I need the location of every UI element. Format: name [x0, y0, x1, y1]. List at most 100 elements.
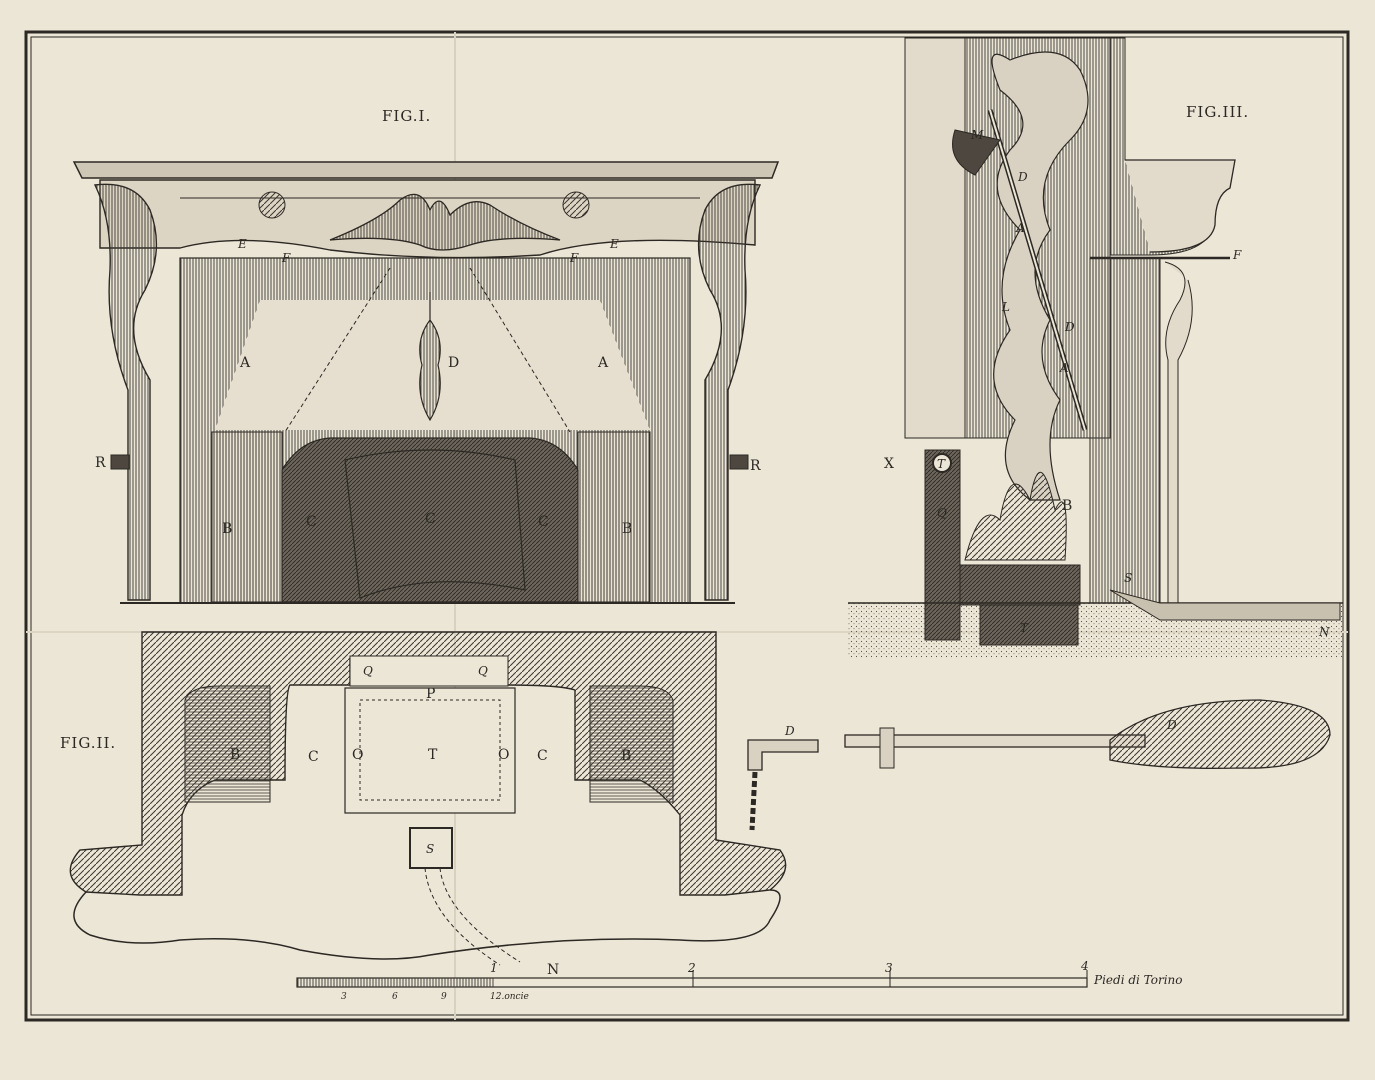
cheek-panel-left [211, 431, 283, 603]
plan-box-q [349, 655, 509, 687]
console-right [697, 183, 762, 601]
label-x: X [884, 456, 894, 472]
label-n-plan: N [547, 962, 559, 978]
label-a-top: A [1015, 221, 1025, 235]
plate-border-inner [30, 36, 1344, 1016]
label-p: P [426, 686, 435, 702]
air-duct-n [1109, 589, 1341, 621]
label-r-right: R [750, 458, 761, 474]
acanthus-ornament [329, 193, 561, 251]
scale-inch-12: 12.oncie [490, 992, 529, 1002]
chimney-wall-left [904, 37, 966, 439]
damper-plate-m [952, 129, 1001, 176]
firebox-rear [1089, 257, 1161, 604]
fig-3-title: FIG.III. [1186, 103, 1249, 121]
label-e-left: E [237, 237, 247, 251]
console-left [93, 183, 158, 601]
figure-3-section [848, 37, 1343, 658]
label-m: M [970, 128, 984, 142]
label-o-left: O [352, 747, 363, 763]
scale-inch-9: 9 [441, 992, 447, 1002]
ash-pit [979, 604, 1079, 646]
fireback-cartouche [344, 449, 526, 599]
scale-foot-1: 1 [490, 961, 498, 975]
hood-dash-left [284, 267, 391, 433]
label-d-top: D [1017, 170, 1028, 184]
register-knob-left [110, 454, 130, 470]
floor-outline [73, 889, 781, 960]
figure-titles: FIG.I. FIG.II. FIG.III. [60, 103, 1249, 752]
label-c-right: C [538, 514, 549, 530]
ornate-handle [1109, 699, 1331, 769]
label-t-bottom: T [1020, 621, 1029, 635]
scale-labels: 1 2 3 4 3 6 9 12.oncie Piedi di Torino [341, 959, 1183, 1002]
label-b-left: B [222, 521, 232, 537]
mantel-shelf [72, 161, 780, 179]
tool-labels: D D [784, 718, 1177, 738]
tool-details [747, 699, 1331, 831]
fig-3-labels: M D A F L D A X T B Q S T N [884, 128, 1330, 639]
wall-q-dark [924, 449, 961, 641]
plan-hearth-t [344, 687, 516, 814]
label-c-left-plan: C [308, 749, 319, 765]
plan-panel-b-right [589, 685, 674, 803]
label-a-mid: A [1059, 361, 1069, 375]
scale-unit-label: Piedi di Torino [1093, 973, 1183, 987]
label-b-left-plan: B [230, 747, 240, 763]
plan-duct [424, 867, 521, 966]
scale-inch-3: 3 [341, 992, 347, 1002]
label-l: L [1001, 300, 1010, 314]
bracket-d [747, 739, 819, 771]
label-b-section: B [1062, 498, 1072, 514]
label-s-section: S [1124, 571, 1132, 585]
valve-t-mark [932, 453, 952, 473]
fig-1-labels: E F F E A D A R R B C C C B [95, 237, 761, 537]
scale-segment-1 [297, 978, 494, 987]
plate-border-outer [24, 30, 1350, 1022]
label-f-section: F [1232, 248, 1242, 262]
mantel-profile [1125, 159, 1236, 253]
damper-rod-inner [989, 109, 1086, 431]
label-d-bracket: D [784, 724, 795, 738]
fire-flames [964, 472, 1067, 561]
hanging-lamp [419, 292, 441, 422]
label-d-mid: D [1064, 320, 1075, 334]
rosette-right [562, 191, 590, 219]
label-t: T [428, 747, 438, 763]
rod-clamp [879, 727, 895, 769]
label-r-left: R [95, 455, 106, 471]
label-e-right: E [609, 237, 619, 251]
figure-2-plan [69, 631, 787, 966]
label-d-rod: D [1166, 718, 1177, 732]
fig-2-title: FIG.II. [60, 734, 116, 752]
scale-foot-4: 4 [1080, 959, 1089, 973]
label-f-right: F [569, 251, 579, 265]
figure-1-fireplace-elevation [72, 161, 780, 604]
label-a-right: A [597, 355, 609, 371]
plan-box-s [409, 827, 453, 869]
label-q-left: Q [363, 664, 373, 678]
label-c-center: C [425, 511, 436, 527]
label-n-section: N [1318, 625, 1330, 639]
cheek-panel-right [577, 431, 651, 603]
jamb-right [1164, 261, 1193, 604]
label-b-right: B [622, 521, 632, 537]
label-q-right: Q [478, 664, 488, 678]
rosette-left [258, 191, 286, 219]
label-t-mark: T [937, 457, 946, 471]
fig-1-title: FIG.I. [382, 107, 431, 125]
scale-foot-3: 3 [885, 961, 893, 975]
fig-2-labels: Q Q P B C O T O C B S N [230, 664, 631, 978]
label-d: D [448, 355, 459, 371]
label-c-right-plan: C [537, 748, 548, 764]
label-c-left: C [306, 514, 317, 530]
scale-bar [296, 970, 1088, 988]
chain [749, 771, 758, 831]
grate-box [959, 564, 1081, 606]
plan-panel-b-left [184, 685, 271, 803]
label-f-left: F [281, 251, 291, 265]
scale-foot-2: 2 [687, 961, 696, 975]
label-o-right: O [498, 747, 509, 763]
scale-inch-6: 6 [392, 992, 398, 1002]
